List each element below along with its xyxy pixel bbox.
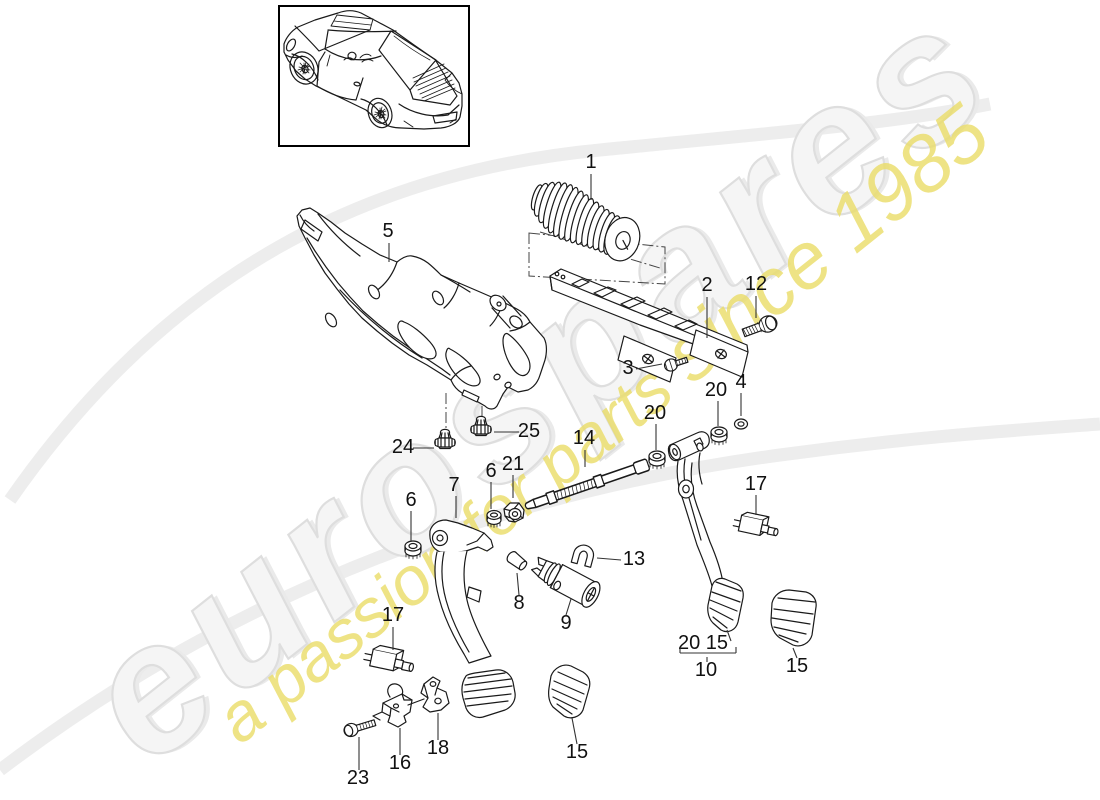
svg-text:20: 20 — [644, 402, 666, 424]
svg-text:21: 21 — [502, 453, 524, 475]
svg-text:5: 5 — [382, 220, 393, 242]
svg-text:12: 12 — [745, 273, 767, 295]
svg-text:3: 3 — [622, 357, 633, 379]
svg-text:17: 17 — [745, 473, 767, 495]
svg-text:17: 17 — [382, 604, 404, 626]
svg-text:15: 15 — [786, 655, 808, 677]
svg-text:23: 23 — [347, 767, 369, 789]
svg-text:10: 10 — [695, 659, 717, 681]
svg-text:15: 15 — [566, 741, 588, 763]
svg-text:6: 6 — [485, 460, 496, 482]
svg-text:2: 2 — [701, 274, 712, 296]
svg-text:1: 1 — [585, 151, 596, 173]
svg-text:16: 16 — [389, 752, 411, 774]
svg-text:24: 24 — [392, 436, 414, 458]
svg-text:9: 9 — [560, 612, 571, 634]
svg-text:4: 4 — [735, 371, 746, 393]
svg-text:13: 13 — [623, 548, 645, 570]
svg-text:20 15: 20 15 — [678, 632, 728, 654]
svg-text:18: 18 — [427, 737, 449, 759]
svg-text:20: 20 — [705, 379, 727, 401]
svg-text:7: 7 — [448, 474, 459, 496]
svg-text:6: 6 — [405, 489, 416, 511]
svg-text:8: 8 — [513, 592, 524, 614]
svg-text:25: 25 — [518, 420, 540, 442]
svg-text:14: 14 — [573, 427, 595, 449]
